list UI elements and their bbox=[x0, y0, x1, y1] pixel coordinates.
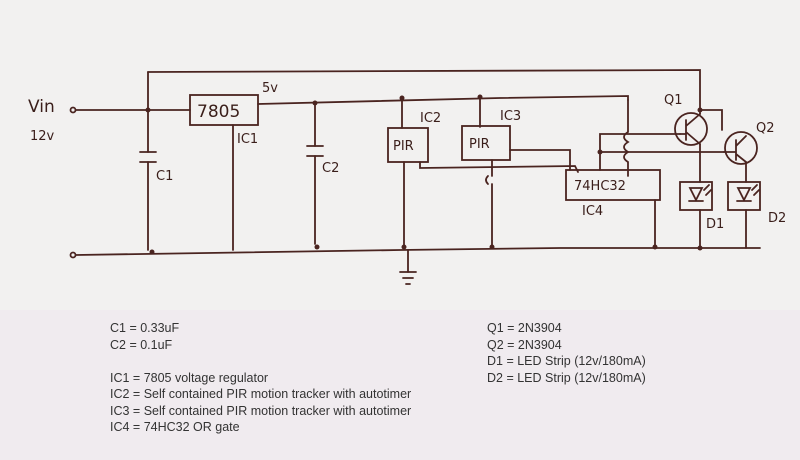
q2-label: Q2 bbox=[756, 121, 775, 136]
ic1-label: IC1 bbox=[237, 132, 258, 147]
ic2-pir-box bbox=[387, 127, 429, 163]
transistor-q1 bbox=[674, 112, 708, 146]
legend-left: C1 = 0.33uF C2 = 0.1uF IC1 = 7805 voltag… bbox=[110, 320, 411, 436]
d2-label: D2 bbox=[768, 211, 786, 226]
ic4-text: 74HC32 bbox=[574, 179, 626, 194]
ic3-text: PIR bbox=[469, 137, 490, 152]
legend-item: IC4 = 74HC32 OR gate bbox=[110, 420, 240, 434]
legend-item: D2 = LED Strip (12v/180mA) bbox=[487, 370, 646, 385]
vin-label: Vin bbox=[28, 97, 55, 117]
ic4-or-gate-box bbox=[565, 169, 661, 201]
ic2-label: IC2 bbox=[420, 111, 441, 126]
legend-item: IC3 = Self contained PIR motion tracker … bbox=[110, 403, 412, 418]
led-d2 bbox=[727, 181, 761, 211]
transistor-q2 bbox=[723, 131, 758, 165]
c2-label: C2 bbox=[322, 161, 339, 176]
legend-item: Q1 = 2N3904 bbox=[487, 321, 562, 335]
legend-item: C1 = 0.33uF bbox=[110, 321, 180, 335]
legend-item: C2 = 0.1uF bbox=[110, 337, 173, 352]
d1-label: D1 bbox=[706, 217, 724, 232]
circuit-schematic: Vin 12v 5v 7805 IC1 C1 C2 PIR IC2 PIR IC… bbox=[28, 69, 787, 285]
ic2-text: PIR bbox=[393, 139, 414, 154]
ic1-text: 7805 bbox=[197, 102, 240, 122]
capacitor-c2 bbox=[306, 145, 324, 157]
junction-dots bbox=[145, 94, 703, 255]
legend-item: IC1 = 7805 voltage regulator bbox=[110, 370, 269, 385]
regulator-output-label: 5v bbox=[262, 81, 278, 96]
wires bbox=[69, 69, 761, 273]
led-d1 bbox=[679, 181, 713, 211]
ic3-label: IC3 bbox=[500, 109, 521, 124]
ic4-label: IC4 bbox=[582, 204, 603, 219]
ground-symbol bbox=[399, 271, 417, 285]
legend-right: Q1 = 2N3904 Q2 = 2N3904 D1 = LED Strip (… bbox=[487, 320, 646, 386]
schematic-drawing: Vin 12v 5v 7805 IC1 C1 C2 PIR IC2 PIR IC… bbox=[28, 69, 786, 285]
ic1-regulator-box bbox=[189, 94, 259, 126]
c1-label: C1 bbox=[156, 169, 173, 184]
vin-voltage-label: 12v bbox=[30, 129, 55, 144]
q1-label: Q1 bbox=[664, 93, 683, 108]
capacitor-c1 bbox=[139, 151, 157, 163]
legend-item: Q2 = 2N3904 bbox=[487, 337, 562, 352]
legend-item: IC2 = Self contained PIR motion tracker … bbox=[110, 387, 412, 401]
legend-item: D1 = LED Strip (12v/180mA) bbox=[487, 354, 646, 368]
ic3-pir-box bbox=[461, 125, 511, 161]
